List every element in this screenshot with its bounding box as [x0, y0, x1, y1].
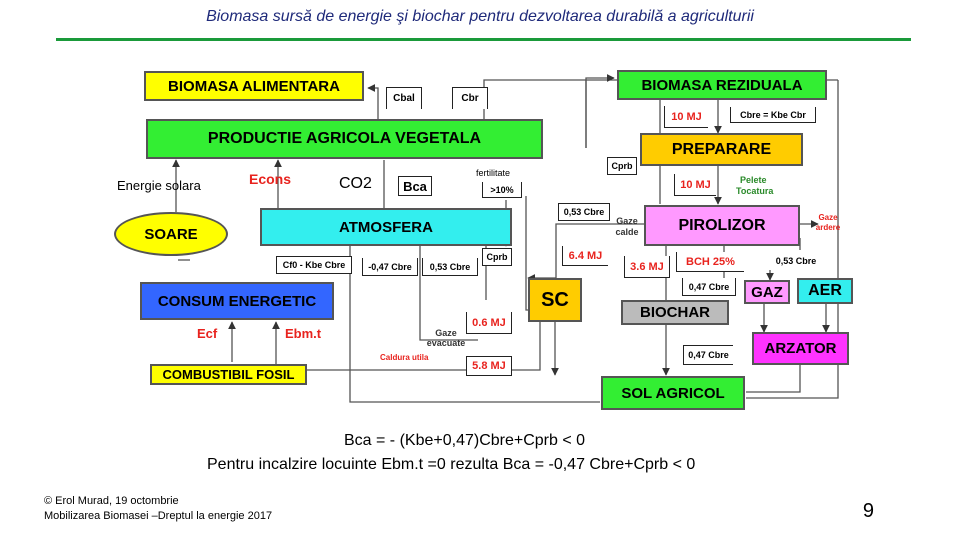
cbre-equation-label: Cbre = Kbe Cbr — [730, 107, 816, 123]
047-cbre-sol-label: 0,47 Cbre — [683, 345, 733, 365]
aer-box: AER — [797, 278, 853, 304]
053-cbre-right-label: 0,53 Cbre — [766, 252, 826, 270]
footer: © Erol Murad, 19 octombrie Mobilizarea B… — [44, 494, 272, 524]
bch25-label: BCH 25% — [676, 252, 744, 272]
sc-box: SC — [528, 278, 582, 322]
cprb-mid-label: Cprb — [482, 248, 512, 266]
econs-label: Econs — [249, 171, 292, 187]
soare-ellipse: SOARE — [114, 212, 228, 256]
caldura-utila-label: Caldura utila — [380, 353, 429, 362]
biomasa-alimentara-box: BIOMASA ALIMENTARA — [144, 71, 364, 101]
slide-title: Biomasa sursă de energie şi biochar pent… — [206, 8, 754, 25]
atmosfera-box: ATMOSFERA — [260, 208, 512, 246]
footer-event: Mobilizarea Biomasei –Dreptul la energie… — [44, 510, 273, 522]
047-cbre-gaz-label: 0,47 Cbre — [682, 278, 736, 296]
fertilitate-label: fertilitate — [476, 168, 511, 178]
pct10-label: >10% — [482, 182, 522, 198]
gaze-ardere-label: Gaze ardere — [815, 213, 841, 232]
64mj-label: 6.4 MJ — [562, 246, 608, 266]
sol-agricol-box: SOL AGRICOL — [601, 376, 745, 410]
productie-agricola-box: PRODUCTIE AGRICOLA VEGETALA — [146, 119, 543, 159]
biomasa-reziduala-box: BIOMASA REZIDUALA — [617, 70, 827, 100]
36mj-label: 3.6 MJ — [624, 256, 670, 278]
biochar-box: BIOCHAR — [621, 300, 729, 325]
equation-bca: Bca = - (Kbe+0,47)Cbre+Cprb < 0 — [344, 432, 586, 449]
06mj-label: 0.6 MJ — [466, 312, 512, 334]
053-cbre-mid-label: 0,53 Cbre — [422, 258, 478, 276]
page-number: 9 — [862, 500, 874, 522]
arzator-box: ARZATOR — [752, 332, 849, 365]
pelete-label: Pelete — [740, 175, 767, 185]
combustibil-fosil-box: COMBUSTIBIL FOSIL — [150, 364, 307, 385]
gaz-box: GAZ — [744, 280, 790, 304]
cbr-label: Cbr — [452, 87, 488, 109]
cf0-label: Cf0 - Kbe Cbre — [276, 256, 352, 274]
10mj-label-bottom: 10 MJ — [674, 174, 716, 196]
gaze-calde-label: Gaze calde — [615, 216, 639, 237]
co2-label: CO2 — [339, 175, 372, 192]
pirolizor-box: PIROLIZOR — [644, 205, 800, 246]
ebmt-label: Ebm.t — [285, 326, 322, 341]
10mj-label-top: 10 MJ — [664, 106, 708, 128]
title-underline — [56, 38, 911, 41]
equation-incalzire: Pentru incalzire locuinte Ebm.t =0 rezul… — [207, 456, 696, 473]
cbal-label: Cbal — [386, 87, 422, 109]
cprb-label-top: Cprb — [607, 157, 637, 175]
bca-label: Bca — [398, 176, 432, 196]
footer-author: © Erol Murad, 19 octombrie — [44, 495, 179, 507]
ecf-label: Ecf — [197, 326, 218, 341]
58mj-label: 5.8 MJ — [466, 356, 512, 376]
gaze-evacuate-label: Gaze evacuate — [426, 328, 466, 348]
tocatura-label: Tocatura — [736, 186, 774, 196]
consum-energetic-box: CONSUM ENERGETIC — [140, 282, 334, 320]
053-cbre-top-label: 0,53 Cbre — [558, 203, 610, 221]
minus047-cbre-label: -0,47 Cbre — [362, 258, 418, 276]
energie-solara-label: Energie solara — [117, 178, 201, 193]
preparare-box: PREPARARE — [640, 133, 803, 166]
